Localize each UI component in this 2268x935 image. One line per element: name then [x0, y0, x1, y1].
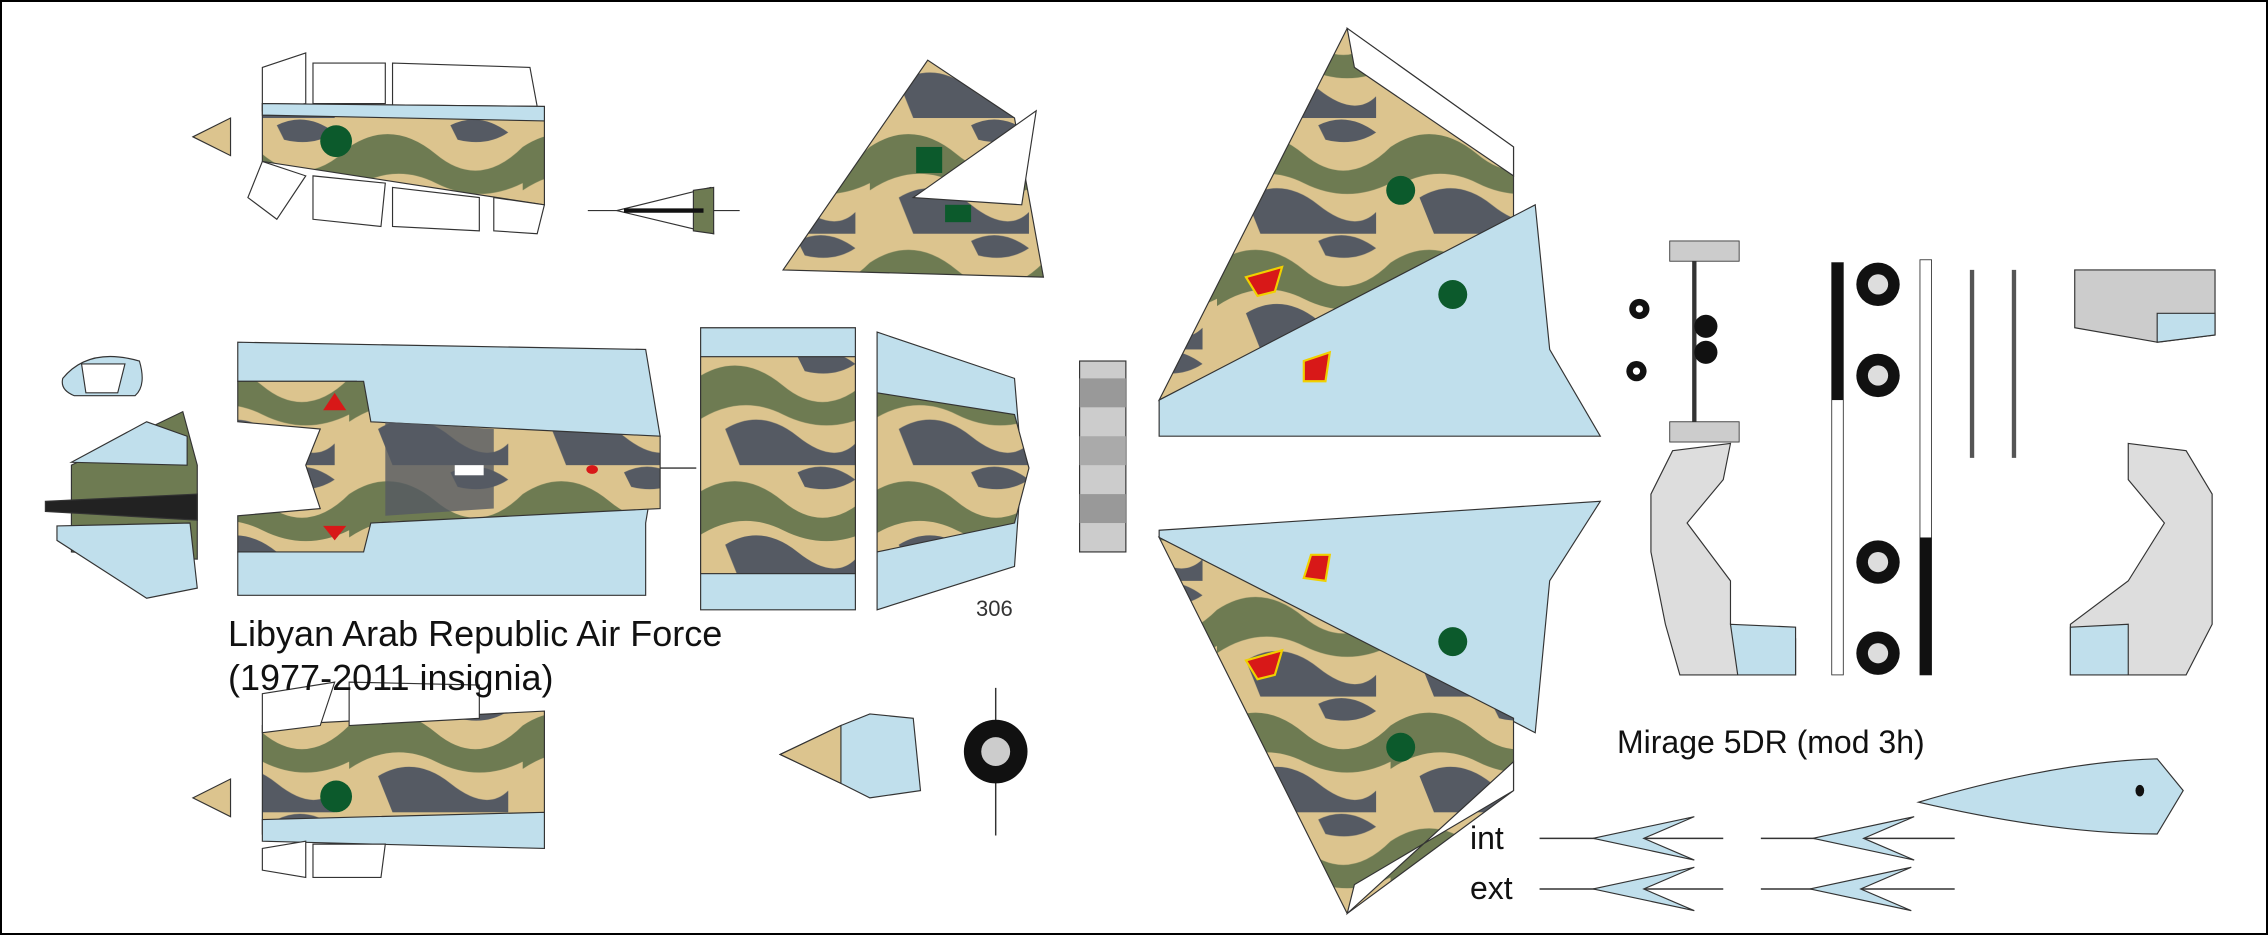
roundel	[320, 125, 353, 158]
canard-fins	[1539, 758, 2184, 912]
ext-variant-label: ext	[1470, 870, 1513, 906]
nose-cone-and-engine-face	[778, 687, 1028, 836]
canopy-parts	[44, 355, 198, 599]
exhaust-strip	[1079, 360, 1127, 553]
int-variant-label: int	[1470, 820, 1504, 856]
fuselage-side-lower	[191, 681, 545, 879]
air-force-title: Libyan Arab Republic Air Force	[228, 613, 723, 654]
insignia-period-label: (1977-2011 insignia)	[228, 657, 554, 698]
part-number-label: 306	[976, 596, 1013, 621]
intake-ducts	[1650, 442, 2213, 676]
vertical-tail	[781, 59, 1045, 278]
fuselage-side-upper	[191, 52, 546, 235]
landing-gear-parts	[1626, 240, 2216, 676]
wing-lower-large	[1157, 500, 1602, 916]
tail-fin-small	[587, 186, 740, 235]
roundel	[320, 780, 353, 813]
wing-upper-large	[1157, 27, 1602, 437]
model-name-label: Mirage 5DR (mod 3h)	[1617, 724, 1925, 760]
wing-planform-left	[237, 341, 697, 596]
fuselage-top-panels	[700, 327, 1030, 611]
